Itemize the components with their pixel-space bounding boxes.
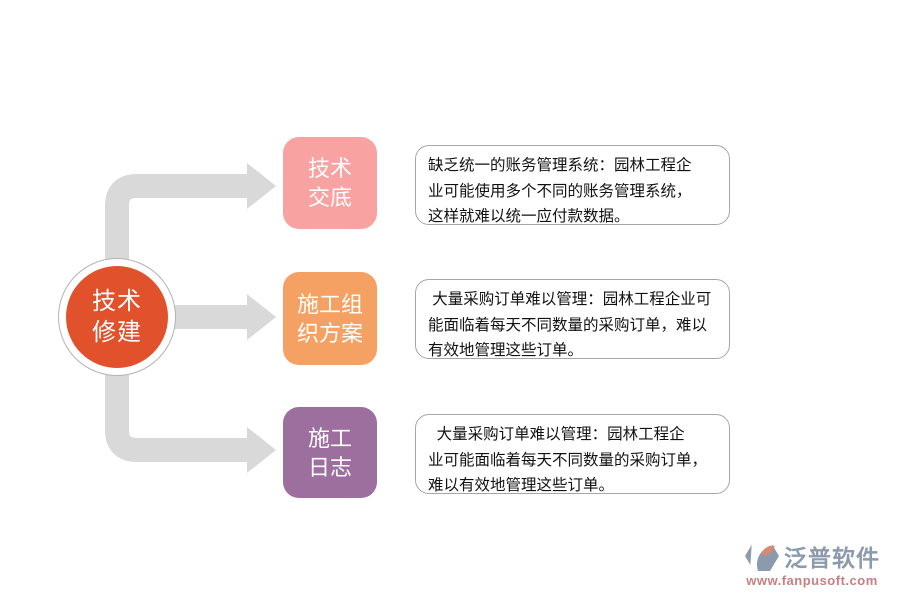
node-box-label-line: 织方案 (296, 320, 363, 346)
bubble-text-line: 大量采购订单难以管理：园林工程企 (428, 426, 685, 443)
node-box-label-line: 施工 (307, 425, 352, 451)
node-box-label-line: 技术 (307, 156, 352, 181)
center-node: 技术 修建 (58, 258, 176, 376)
center-node-label: 技术 修建 (66, 266, 168, 368)
callout-bubble-3: 大量采购订单难以管理：园林工程企 业可能面临着每天不同数量的采购订单， 难以有效… (415, 414, 730, 494)
brand-name: 泛普软件 (784, 545, 880, 571)
arrow-bottom (105, 370, 276, 473)
bubble-text-line: 能面临着每天不同数量的采购订单，难以 (428, 316, 708, 334)
bubble-text-line: 难以有效地管理这些订单。 (428, 477, 615, 494)
node-box-label-line: 交底 (307, 185, 352, 210)
callout-bubble-1: 缺乏统一的账务管理系统：园林工程企 业可能使用多个不同的账务管理系统， 这样就难… (415, 145, 730, 225)
bubble-text-line: 这样就难以统一应付款数据。 (428, 208, 630, 225)
node-box-jishu-jiaodi: 技术 交底 (283, 137, 377, 229)
bubble-text-line: 有效地管理这些订单。 (428, 342, 584, 359)
bubble-text-line: 大量采购订单难以管理：园林工程企业可 (428, 291, 712, 308)
arrow-middle (168, 294, 276, 340)
node-box-label-line: 日志 (307, 454, 352, 480)
fanpu-watermark: 泛普软件 www.fanpusoft.com (732, 539, 892, 588)
arrow-top (105, 163, 276, 266)
center-label-line: 技术 (92, 288, 142, 315)
node-box-shigong-rizhi: 施工 日志 (283, 407, 377, 498)
brand-url: www.fanpusoft.com (746, 573, 878, 588)
bubble-text-line: 缺乏统一的账务管理系统：园林工程企 (428, 157, 692, 174)
bubble-text-line: 业可能面临着每天不同数量的采购订单， (428, 451, 708, 469)
bubble-text-line: 业可能使用多个不同的账务管理系统， (428, 182, 692, 200)
center-label-line: 修建 (92, 319, 142, 346)
node-box-shigong-zuzhi-fangan: 施工组 织方案 (283, 272, 377, 365)
callout-bubble-2: 大量采购订单难以管理：园林工程企业可 能面临着每天不同数量的采购订单，难以 有效… (415, 279, 730, 359)
node-box-label-line: 施工组 (296, 291, 363, 317)
fanpu-logo-icon (745, 540, 779, 571)
